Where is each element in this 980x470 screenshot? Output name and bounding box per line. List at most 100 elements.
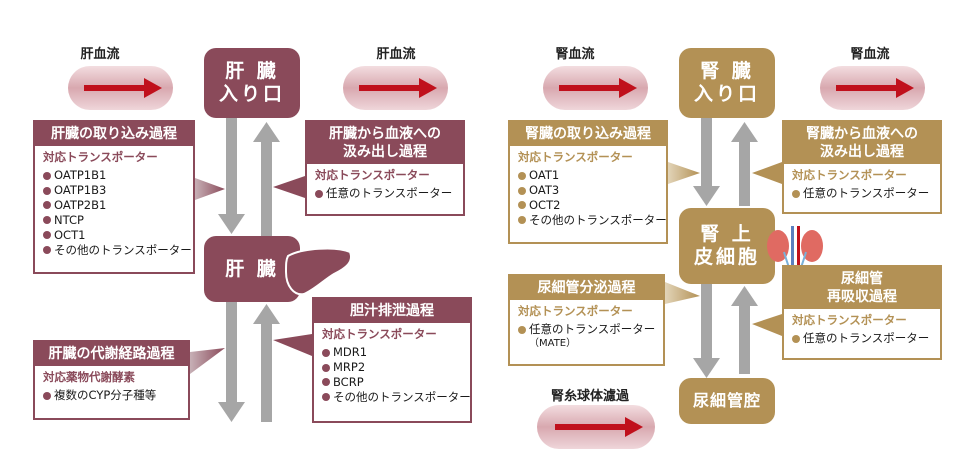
- kidney-uptake-subtitle: 対応トランスポーター: [518, 150, 633, 165]
- kidney-efflux-box: 腎臓から血液への 汲み出し過程 対応トランスポーター 任意のトランスポーター: [782, 120, 942, 214]
- kidney-organ-line1: 腎 上: [700, 223, 754, 246]
- liver-uptake-box: 肝臓の取り込み過程 対応トランスポーター OATP1B1 OATP1B3 OAT…: [33, 120, 195, 274]
- transporter-name: 任意のトランスポーター: [326, 186, 453, 201]
- bullet-icon: [43, 201, 51, 210]
- list-item: その他のトランスポーター: [322, 390, 471, 405]
- glomerular-filtration-label: 腎糸球体濾過: [550, 389, 629, 404]
- list-item: OCT2: [518, 198, 660, 213]
- kidney-efflux-subtitle: 対応トランスポーター: [792, 168, 907, 183]
- liver-entrance-node: 肝 臓 入り口: [204, 48, 300, 118]
- liver-efflux-title-line1: 肝臓から血液への: [329, 126, 441, 142]
- list-item: 任意のトランスポーター: [518, 322, 657, 337]
- blood-vessel-icon: [68, 66, 173, 110]
- list-item: その他のトランスポーター: [518, 213, 667, 228]
- liver-efflux-subtitle: 対応トランスポーター: [315, 168, 430, 183]
- transporter-name: MDR1: [333, 345, 368, 360]
- transporter-name: OATP2B1: [54, 198, 107, 212]
- kidney-efflux-title-line1: 腎臓から血液への: [806, 126, 918, 142]
- enzyme-name: 複数のCYP分子種等: [54, 388, 157, 403]
- kidney-reabsorption-title-line2: 再吸収過程: [827, 289, 897, 306]
- list-item: 複数のCYP分子種等: [43, 388, 182, 403]
- liver-entrance-line2: 入り口: [218, 83, 285, 105]
- bullet-icon: [518, 186, 526, 195]
- transporter-name: その他のトランスポーター: [54, 242, 192, 257]
- kidney-secretion-subtitle: 対応トランスポーター: [518, 304, 633, 319]
- kidney-reabsorption-title: 尿細管 再吸収過程: [784, 267, 940, 310]
- wedge-liver-biliary: [273, 334, 312, 356]
- list-item: MDR1: [322, 345, 464, 360]
- transporter-name: NTCP: [54, 212, 84, 227]
- liver-metabolism-title: 肝臓の代謝経路過程: [35, 342, 188, 367]
- bullet-icon: [792, 334, 800, 343]
- list-item: OATP1B3: [43, 183, 187, 198]
- liver-organ-label: 肝 臓: [225, 257, 279, 280]
- kidney-flow-label-right: 腎血流: [850, 47, 890, 62]
- liver-biliary-title: 胆汁排泄過程: [314, 299, 470, 324]
- liver-efflux-title: 肝臓から血液への 汲み出し過程: [307, 122, 463, 165]
- kidney-entrance-line2: 入り口: [693, 83, 760, 105]
- list-item: OAT1: [518, 168, 660, 183]
- blood-vessel-icon: [543, 66, 648, 110]
- wedge-kidney-reabsorption: [752, 314, 782, 336]
- liver-flow-arrows: [218, 118, 280, 422]
- bullet-icon: [518, 325, 526, 334]
- wedge-kidney-uptake: [668, 162, 700, 184]
- liver-uptake-title: 肝臓の取り込み過程: [35, 122, 193, 147]
- bullet-icon: [518, 171, 526, 180]
- bullet-icon: [322, 348, 330, 357]
- liver-efflux-box: 肝臓から血液への 汲み出し過程 対応トランスポーター 任意のトランスポーター: [305, 120, 465, 216]
- kidney-entrance-line1: 腎 臓: [700, 60, 754, 83]
- transporter-name: 任意のトランスポーター: [529, 322, 656, 337]
- blood-vessel-icon: [820, 66, 925, 110]
- bullet-icon: [43, 186, 51, 195]
- liver-metabolism-subtitle: 対応薬物代謝酵素: [43, 370, 135, 385]
- list-item: NTCP: [43, 213, 187, 228]
- bullet-icon: [315, 189, 323, 198]
- kidney-entrance-node: 腎 臓 入り口: [679, 48, 775, 118]
- bullet-icon: [322, 393, 330, 402]
- transporter-name: OATP1B1: [54, 168, 107, 183]
- transporter-name: その他のトランスポーター: [333, 389, 471, 404]
- transporter-name: その他のトランスポーター: [529, 212, 667, 227]
- bullet-icon: [43, 231, 51, 240]
- bullet-icon: [43, 391, 51, 400]
- blood-vessel-icon: [537, 405, 655, 449]
- liver-organ-node: 肝 臓: [204, 236, 300, 302]
- kidney-organ-line2: 皮細胞: [693, 246, 760, 268]
- liver-entrance-line1: 肝 臓: [225, 60, 279, 83]
- liver-metabolism-box: 肝臓の代謝経路過程 対応薬物代謝酵素 複数のCYP分子種等: [33, 340, 190, 420]
- kidney-lumen-node: 尿細管腔: [679, 378, 775, 424]
- bullet-icon: [518, 216, 526, 225]
- list-item: OAT3: [518, 183, 660, 198]
- liver-flow-label-right: 肝血流: [376, 47, 416, 62]
- kidney-secretion-box: 尿細管分泌過程 対応トランスポーター 任意のトランスポーター （MATE）: [508, 274, 665, 366]
- list-item: 任意のトランスポーター: [315, 186, 457, 201]
- kidney-secretion-note: （MATE）: [529, 338, 577, 350]
- transporter-name: MRP2: [333, 360, 366, 375]
- blood-vessel-icon: [343, 66, 448, 110]
- transporter-name: OATP1B3: [54, 183, 107, 198]
- transporter-name: 任意のトランスポーター: [803, 331, 930, 346]
- liver-biliary-box: 胆汁排泄過程 対応トランスポーター MDR1 MRP2 BCRP その他のトラン…: [312, 297, 472, 423]
- wedge-liver-efflux: [273, 176, 305, 198]
- liver-icon: [284, 247, 352, 296]
- bullet-icon: [322, 378, 330, 387]
- bullet-icon: [792, 189, 800, 198]
- wedge-liver-metabolism: [190, 348, 225, 374]
- kidney-reabsorption-box: 尿細管 再吸収過程 対応トランスポーター 任意のトランスポーター: [782, 265, 942, 360]
- kidney-lumen-label: 尿細管腔: [692, 391, 761, 411]
- list-item: BCRP: [322, 375, 464, 390]
- kidney-efflux-title: 腎臓から血液への 汲み出し過程: [784, 122, 940, 165]
- list-item: MRP2: [322, 360, 464, 375]
- bullet-icon: [43, 216, 51, 225]
- transporter-name: OCT1: [54, 227, 86, 242]
- kidney-uptake-title: 腎臓の取り込み過程: [510, 122, 666, 147]
- kidney-secretion-title: 尿細管分泌過程: [510, 276, 663, 301]
- liver-uptake-subtitle: 対応トランスポーター: [43, 150, 158, 165]
- liver-flow-label-left: 肝血流: [80, 47, 120, 62]
- transporter-name: 任意のトランスポーター: [803, 186, 930, 201]
- liver-efflux-title-line2: 汲み出し過程: [343, 144, 427, 161]
- kidney-flow-label-left: 腎血流: [555, 47, 595, 62]
- wedge-kidney-efflux: [752, 162, 782, 184]
